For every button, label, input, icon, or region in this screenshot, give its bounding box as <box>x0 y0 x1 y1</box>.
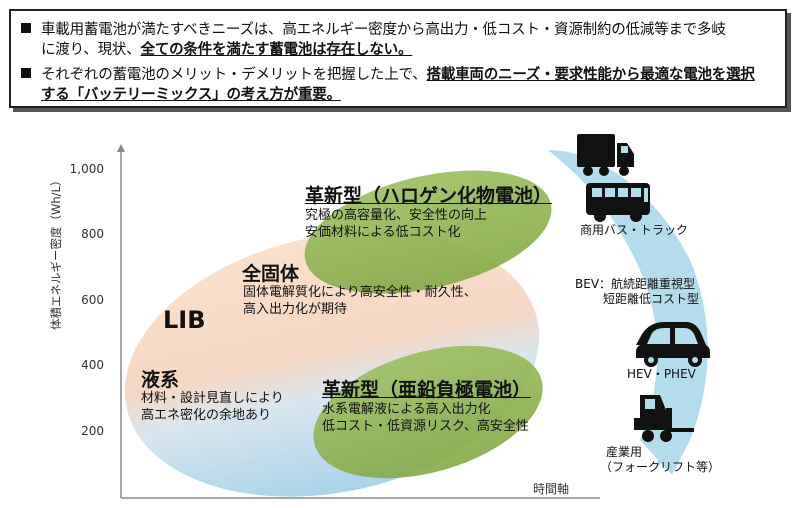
solid-state-desc-1: 固体電解質化により高安全性・耐久性、 <box>243 285 477 300</box>
forklift-icon <box>634 395 694 442</box>
aqueous-title: 液系 <box>141 369 180 391</box>
y-tick-200: 200 <box>81 424 104 438</box>
bullet-2-end: 。 <box>326 87 342 103</box>
bullet-1-end: 。 <box>397 42 413 58</box>
zinc-battery-region <box>313 345 543 479</box>
car-icon <box>636 322 710 367</box>
halide-battery-desc-2: 安価材料による低コスト化 <box>305 225 461 240</box>
bullet-1: 車載用蓄電池が満たすべきニーズは、高エネルギー密度から高出力・低コスト・資源制約… <box>21 20 726 60</box>
bev-label-2: 短距離低コスト型 <box>603 292 700 306</box>
y-axis-label: 体積エネルギー密度（Wh/L） <box>49 174 63 330</box>
bullet-2-emphasis-line1: 搭載車両のニーズ・要求性能から最適な電池を選択 <box>426 67 755 83</box>
bullet-2-line2: する「バッテリーミックス」の考え方が重要。 <box>21 85 755 105</box>
zinc-battery-title: 革新型（亜鉛負極電池） <box>322 379 532 401</box>
halide-battery-region <box>304 170 552 294</box>
commercial-vehicle-label: 商用バス・トラック <box>580 223 689 237</box>
zinc-battery-desc-1: 水系電解液による高入出力化 <box>322 402 491 417</box>
zinc-battery-desc-2: 低コスト・低資源リスク、高安全性 <box>322 419 529 434</box>
vehicle-arrow-band-fill <box>548 150 708 475</box>
solid-state-title: 全固体 <box>242 263 300 285</box>
x-axis-label: 時間軸 <box>533 482 570 496</box>
bullet-2: それぞれの蓄電池のメリット・デメリットを把握した上で、搭載車両のニーズ・要求性能… <box>21 65 755 105</box>
y-tick-600: 600 <box>81 293 104 307</box>
bullet-1-text-plain: に渡り、現状、 <box>41 42 141 58</box>
lib-label: LIB <box>163 306 206 334</box>
battery-mix-diagram <box>117 134 710 499</box>
bullet-square-icon <box>21 68 31 78</box>
bullet-square-icon <box>21 23 31 33</box>
summary-box: 車載用蓄電池が満たすべきニーズは、高エネルギー密度から高出力・低コスト・資源制約… <box>9 9 787 108</box>
hev-phev-label: HEV・PHEV <box>627 367 696 381</box>
y-tick-800: 800 <box>81 227 104 241</box>
truck-icon <box>577 134 634 176</box>
bullet-2-text-plain: それぞれの蓄電池のメリット・デメリットを把握した上で、 <box>41 67 427 83</box>
bullet-1-line2: に渡り、現状、全ての条件を満たす蓄電池は存在しない。 <box>21 40 726 60</box>
industrial-label-1: 産業用 <box>606 445 643 459</box>
aqueous-desc-2: 高エネ密化の余地あり <box>141 408 272 423</box>
y-tick-1000: 1,000 <box>69 162 104 176</box>
y-tick-400: 400 <box>81 358 104 372</box>
bullet-1-text-line1: 車載用蓄電池が満たすべきニーズは、高エネルギー密度から高出力・低コスト・資源制約… <box>41 22 726 38</box>
industrial-label-2: （フォークリフト等） <box>600 460 721 474</box>
bev-label-1: BEV：航続距離重視型 <box>575 277 696 291</box>
bus-icon <box>586 183 650 222</box>
y-axis-arrow-icon <box>117 144 125 152</box>
solid-state-desc-2: 高入出力化が期待 <box>243 302 348 317</box>
halide-battery-title: 革新型（ハロゲン化物電池） <box>305 185 553 207</box>
bullet-1-emphasis: 全ての条件を満たす蓄電池は存在しない <box>140 42 399 58</box>
bullet-2-emphasis-line2: する「バッテリーミックス」の考え方が重要 <box>41 87 327 103</box>
halide-battery-desc-1: 究極の高容量化、安全性の向上 <box>305 208 488 223</box>
aqueous-desc-1: 材料・設計見直しにより <box>141 391 284 406</box>
